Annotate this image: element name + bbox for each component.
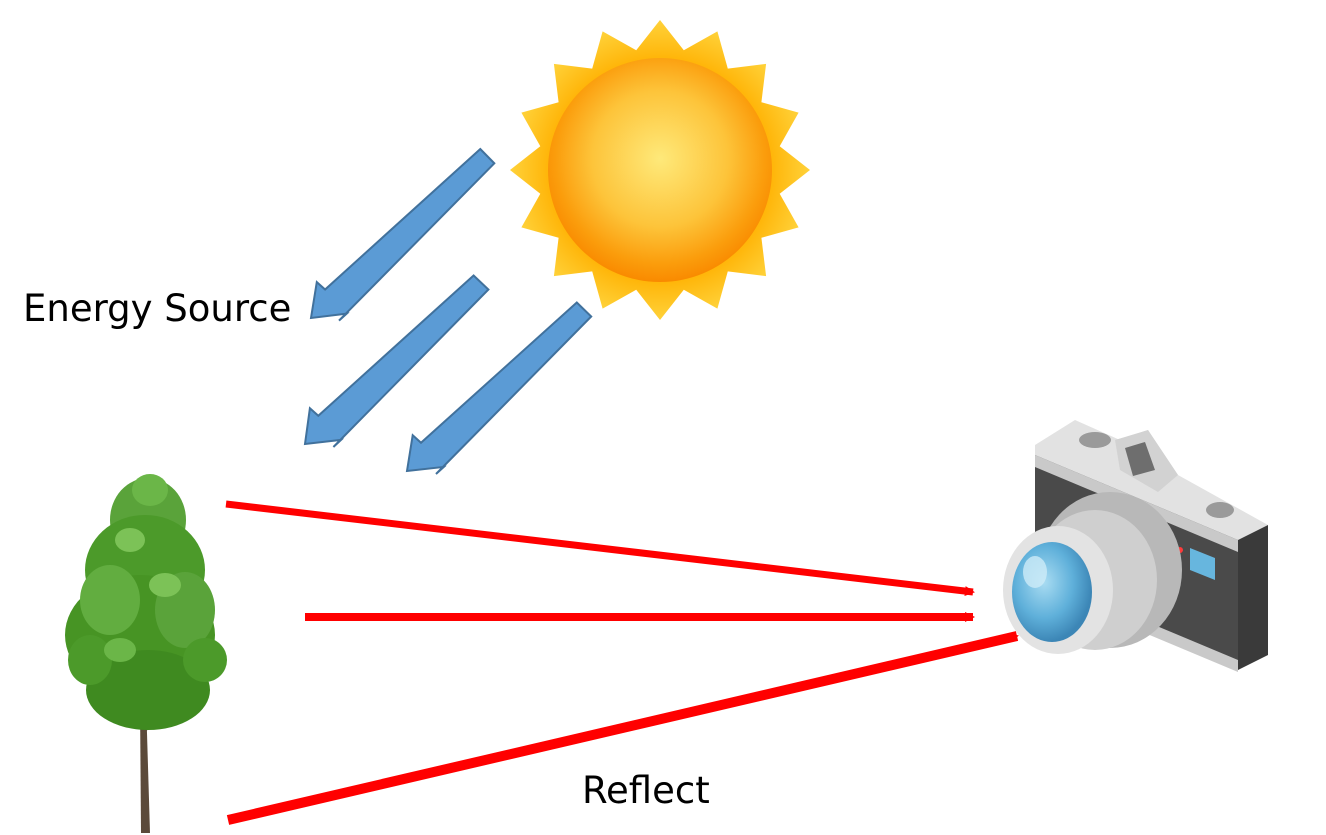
sun-core xyxy=(548,58,772,282)
reflect-label: Reflect xyxy=(582,769,710,812)
energy-source-label: Energy Source xyxy=(23,287,292,330)
incoming-arrow-2 xyxy=(303,274,490,448)
incoming-arrow-1 xyxy=(309,147,496,322)
incoming-arrow-3 xyxy=(405,301,593,475)
camera-body-side xyxy=(1238,525,1268,670)
camera-lens-glass xyxy=(1012,542,1092,642)
sun-icon xyxy=(510,20,810,320)
tree-trunk xyxy=(140,700,150,833)
tree-icon xyxy=(65,474,227,833)
incoming-energy-arrows xyxy=(303,147,593,475)
reflected-ray-3 xyxy=(226,631,1019,825)
reflected-ray-1 xyxy=(225,500,975,597)
reflected-rays xyxy=(225,500,1019,825)
camera-icon xyxy=(1003,420,1268,672)
